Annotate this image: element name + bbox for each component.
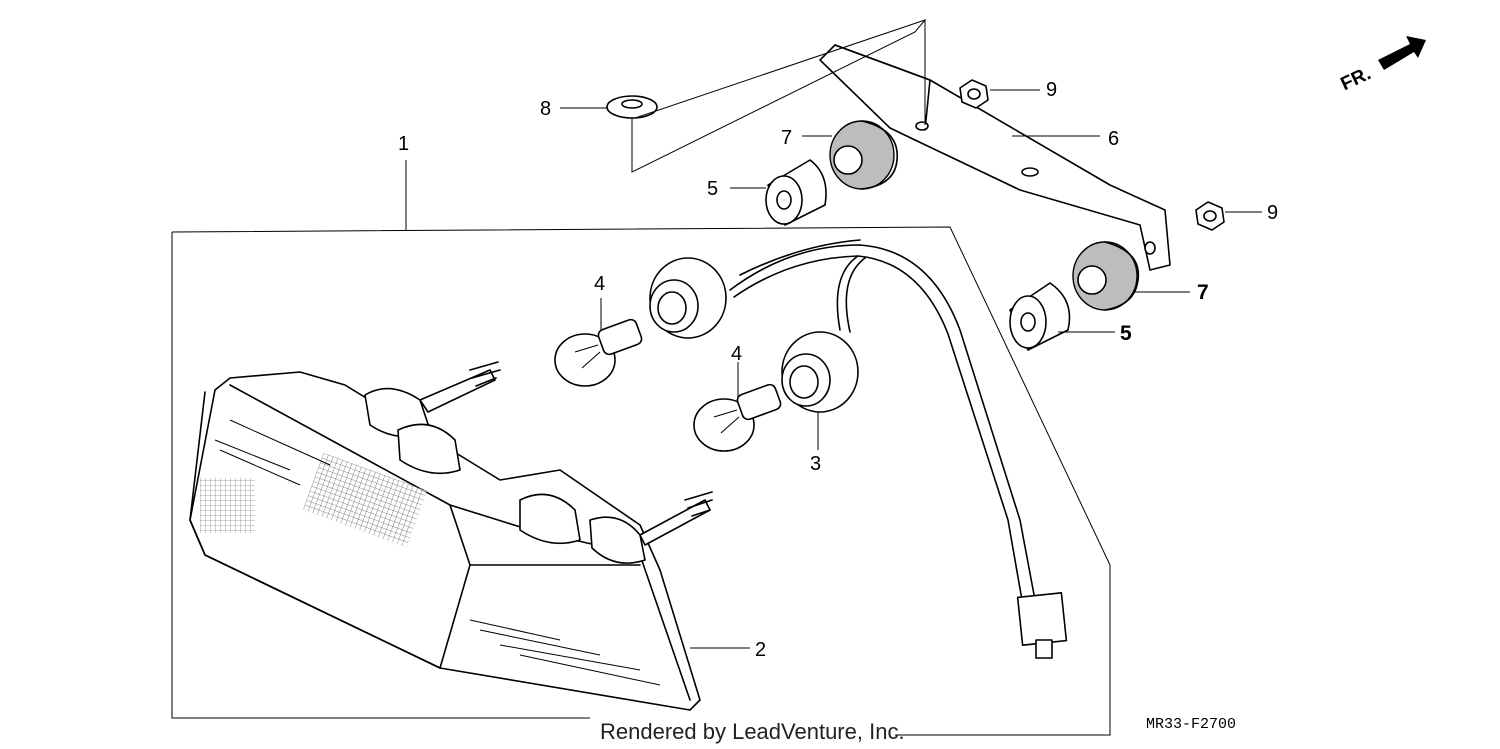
leader-lines: [560, 89, 1262, 649]
collar-upper[interactable]: [765, 159, 827, 226]
taillight-lens[interactable]: [189, 371, 701, 711]
damper-upper[interactable]: [829, 120, 898, 190]
front-direction-indicator: FR.: [1338, 36, 1426, 95]
housing-back: [364, 361, 713, 564]
callout-9-upper: 9: [1046, 79, 1057, 101]
callout-9-lower: 9: [1267, 202, 1278, 224]
credit-text: Rendered by LeadVenture, Inc.: [600, 719, 905, 744]
callout-4-upper: 4: [594, 273, 605, 295]
nut-lower[interactable]: [1195, 201, 1225, 231]
bulb-socket-lower[interactable]: [781, 331, 859, 413]
callout-8: 8: [540, 98, 551, 120]
callout-5-upper: 5: [707, 178, 718, 200]
callout-labels: 1 2 3 4 4 5 5 6 7 7 8 9 9: [398, 79, 1278, 661]
callout-1: 1: [398, 133, 409, 155]
washer[interactable]: [606, 18, 926, 173]
nut-upper[interactable]: [959, 79, 989, 109]
bulb-upper[interactable]: [554, 318, 643, 387]
mounting-bracket[interactable]: [819, 44, 1171, 271]
diagram-code: MR33-F2700: [1146, 716, 1236, 733]
damper-lower[interactable]: [1072, 241, 1140, 311]
callout-7-upper: 7: [781, 127, 792, 149]
bulb-socket-upper[interactable]: [649, 257, 727, 339]
callout-2: 2: [755, 639, 766, 661]
callout-5-lower: 5: [1120, 322, 1132, 345]
wire-harness[interactable]: [729, 239, 1068, 659]
callout-4-lower: 4: [731, 343, 742, 365]
collar-lower[interactable]: [1009, 282, 1071, 351]
direction-label: FR.: [1338, 63, 1375, 95]
callout-3: 3: [810, 453, 821, 475]
arrow-right-icon: [1378, 36, 1426, 70]
callout-7-lower: 7: [1197, 281, 1209, 304]
bulb-lower[interactable]: [693, 383, 782, 452]
callout-6: 6: [1108, 128, 1119, 150]
assembly-outline: [171, 160, 1111, 736]
